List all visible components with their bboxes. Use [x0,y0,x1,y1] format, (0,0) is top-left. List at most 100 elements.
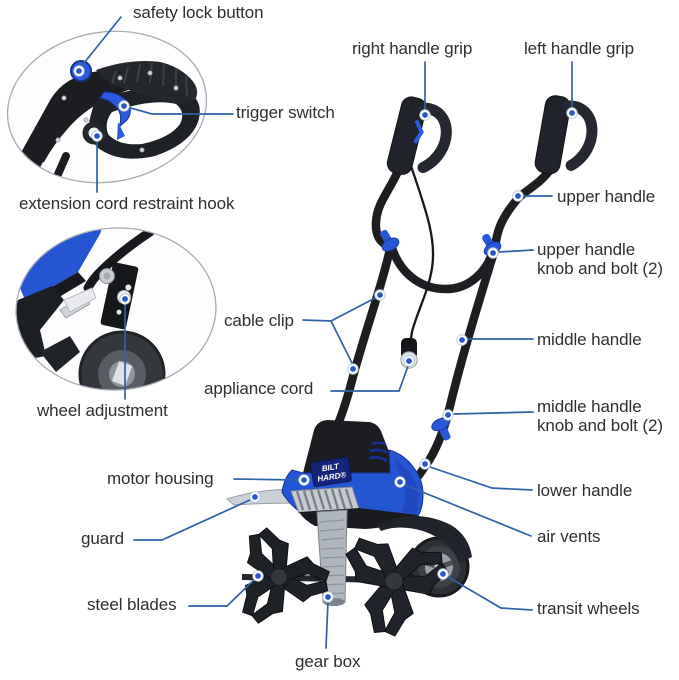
air-vents-grille [290,486,360,514]
blades [242,527,330,624]
handle-screws [55,70,179,153]
bracket-hole [125,284,132,291]
dot-middle-handle [456,334,468,346]
label-line: knob and bolt (2) [537,416,663,435]
dot-safety-lock-button [73,65,85,77]
wheel-detail-inset [11,224,221,396]
line-upper-handle-knob [498,249,534,253]
line-motor-housing [233,478,299,481]
dot-upper-handle [512,190,524,202]
handle-detail-content [0,25,218,195]
bracket-bolt-center [103,272,111,280]
motor-housing-top [303,420,390,473]
gear-box-ridges [319,519,345,595]
label-safety-lock-button: safety lock button [133,3,264,22]
dot-middle-handle-knob [442,409,454,421]
dot-motor-housing [298,474,310,486]
upper-knob-near [380,229,400,252]
brand-line2: HARD® [317,470,347,483]
label-guard: guard [81,529,124,548]
right-grip-loop [417,102,452,174]
line-cable-clip [302,295,380,366]
line-appliance-cord [330,365,409,392]
appliance-cord-line [408,165,435,345]
handle-detail-inset [0,25,218,195]
handle-knobs [380,229,502,441]
inset-blade [40,336,80,372]
dot-cable-clip-lower [347,363,359,375]
label-air-vents: air vents [537,527,601,546]
label-line: knob and bolt (2) [537,259,663,278]
line-lower-handle [429,466,533,491]
dot-gear-box [322,591,334,603]
line-middle-handle-knob [453,411,534,415]
tine-hub [270,568,288,586]
right-handle-grip-part [386,96,452,175]
inset-ellipse-border [6,30,208,184]
housing-rib-vents [368,441,388,463]
wheel-detail-content [11,224,221,396]
inset-blade-light [63,287,97,313]
dot-left-handle-grip [566,107,578,119]
brand-line1: BILT [321,462,340,474]
trigger-tail [117,122,125,140]
dot-wheel-adjustment [119,293,131,305]
label-right-handle-grip: right handle grip [352,39,473,58]
label-upper-handle: upper handle [557,187,656,206]
label-wheel-adjustment: wheel adjustment [37,401,168,420]
trigger-peek [413,119,424,144]
steel-blades-left [242,527,330,624]
bracket-hole [116,309,122,315]
dot-cable-clip-upper [374,289,386,301]
line-steel-blades [188,577,257,607]
label-left-handle-grip: left handle grip [524,39,634,58]
left-handle-grip-part [534,95,598,175]
line-trigger-switch [126,106,234,115]
handle-crossbar [386,240,498,294]
dot-guard [249,491,261,503]
motor-housing-shade [395,460,419,514]
dot-upper-handle-knob [487,247,499,259]
callout-lines [79,16,573,649]
line-guard [133,498,253,541]
rear-fender [377,516,472,563]
dot-appliance-cord [403,355,415,367]
line-gear-box [325,600,329,649]
label-line: upper handle [537,240,636,259]
dot-extension-cord-hook [91,130,103,142]
label-gear-box: gear box [295,652,361,671]
label-steel-blades: steel blades [87,595,177,614]
line-air-vents [404,484,532,537]
lower-tube [83,227,155,293]
label-upper-handle-knob-and-bolt: upper handle knob and bolt (2) [537,240,663,278]
dot-right-handle-grip [419,109,431,121]
label-middle-handle: middle handle [537,330,642,349]
line-transit-wheels [447,576,533,611]
dot-steel-blades [252,570,264,582]
grip-ribs [111,62,188,97]
tiller-machine: BILT HARD® [225,95,598,637]
grille-ribs [295,488,354,511]
line-safety-lock-button [79,16,122,69]
handle-ribbed-grip [96,61,198,104]
label-transit-wheels: transit wheels [537,599,640,618]
callout-dots [73,65,578,603]
left-grip-slab [534,95,571,175]
label-lower-handle: lower handle [537,481,633,500]
inset-ellipse-border [15,227,217,391]
dot-transit-wheels [437,568,449,580]
upper-handle-far-tube [489,166,554,257]
brand-label-plate [310,456,352,488]
brand-label: BILT HARD® [310,456,352,488]
inset-wheel-highlight [112,361,133,386]
label-trigger-switch: trigger switch [236,103,335,122]
label-line: middle handle [537,397,642,416]
label-middle-handle-knob-and-bolt: middle handle knob and bolt (2) [537,397,663,435]
steel-blades-right [345,537,450,637]
label-cable-clip: cable clip [224,311,294,330]
middle-handle-near-tube [329,240,396,438]
dot-lower-handle [419,458,431,470]
label-appliance-cord: appliance cord [204,379,314,398]
